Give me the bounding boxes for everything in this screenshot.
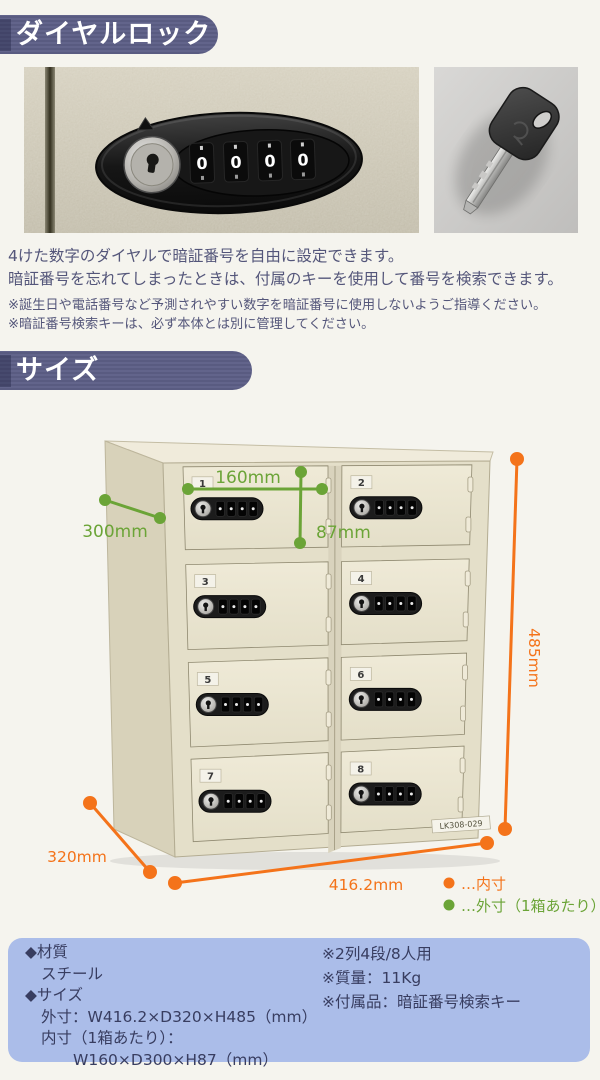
spec-line: ◆材質 [25,943,68,961]
dim-outer-depth-label: 320mm [47,848,107,866]
section-header-size: サイズ [0,351,252,390]
lock-arrow-mark [136,116,155,131]
door-number: 2 [358,478,365,489]
inner-dimension-lines [99,466,328,549]
spec-line: ※付属品：暗証番号検索キー [322,993,521,1011]
model-label-text: LK308-029 [439,819,483,831]
section-title: サイズ [16,355,100,386]
door-number-tags: 1 2 3 4 5 6 7 8 [191,475,373,783]
dim-outer-height-label: 485mm [525,628,543,688]
locker-size-diagram: 1 2 3 4 5 6 7 8 LK308-029 [47,440,600,915]
keyhole-slot [146,153,159,173]
spec-line: ※2列4段/8人用 [322,945,432,963]
door-number: 6 [357,670,364,681]
door-number: 8 [357,764,364,775]
spec-left-column: ◆材質 スチール ◆サイズ 外寸：W416.2×D320×H485（mm） 内寸… [25,942,317,1071]
spec-right-column: ※2列4段/8人用 ※質量：11Kg ※付属品：暗証番号検索キー [322,942,521,1014]
legend-outer-dot [443,899,455,911]
dial-digit: 0 [264,151,276,170]
spec-line: ◆サイズ [25,986,83,1004]
spec-line: ※質量：11Kg [322,969,422,987]
key-ring-hole [532,110,553,129]
dim-inner-depth-label: 300mm [82,522,148,542]
description-line: 4けた数字のダイヤルで暗証番号を自由に設定できます。 [8,247,404,265]
dimension-legend: …内寸 …外寸（1箱あたり） [443,875,600,915]
dim-inner-width-label: 160mm [215,468,281,488]
door-number: 7 [207,772,214,783]
legend-inner-dot [443,877,455,889]
legend-outer-label: …外寸（1箱あたり） [461,897,600,915]
spec-line: 外寸：W416.2×D320×H485（mm） [41,1007,318,1026]
key-photo [434,67,578,233]
key [463,86,560,215]
dial-lock-photo: 0 0 0 0 [24,67,419,233]
caution-note: ※誕生日や電話番号など予測されやすい数字を暗証番号に使用しないようご指導ください… [8,298,547,313]
dial-wheels: 0 0 0 0 [188,138,316,184]
door-number: 4 [358,574,365,585]
section-header-dial-lock: ダイヤルロック [0,15,218,54]
dial-lock-body: 0 0 0 0 [95,111,363,215]
caution-note: ※暗証番号検索キーは、必ず本体とは別に管理してください。 [8,317,375,332]
dial-digit: 0 [230,153,242,172]
spec-line: スチール [41,964,104,983]
description-line: 暗証番号を忘れてしまったときは、付属のキーを使用して番号を検索できます。 [8,270,563,288]
floor-shadow [110,852,500,870]
door-number: 3 [202,577,209,588]
locker-cabinet: 1 2 3 4 5 6 7 8 LK308-029 [104,440,500,870]
spec-line: W160×D300×H87（mm） [73,1050,278,1069]
door-number: 1 [199,479,206,490]
dial-digit: 0 [196,154,208,173]
section-title: ダイヤルロック [16,19,212,50]
header-left-edge [0,19,11,51]
header-left-edge [0,355,11,387]
key-logo-mark [513,121,529,146]
locker-doors [182,464,473,843]
door-number: 5 [204,675,211,686]
dim-outer-width-label: 416.2mm [329,876,404,894]
spec-line: 内寸（1箱あたり）： [41,1029,183,1047]
door-gap-groove [45,67,55,233]
cabinet-top-face [104,440,494,464]
model-label: LK308-029 [431,815,491,834]
legend-inner-label: …内寸 [461,875,506,893]
spec-box: ◆材質 スチール ◆サイズ 外寸：W416.2×D320×H485（mm） 内寸… [8,938,590,1069]
outer-dimension-lines [83,452,524,890]
dial-digit: 0 [297,150,309,169]
dim-inner-height-label: 87mm [316,523,371,543]
